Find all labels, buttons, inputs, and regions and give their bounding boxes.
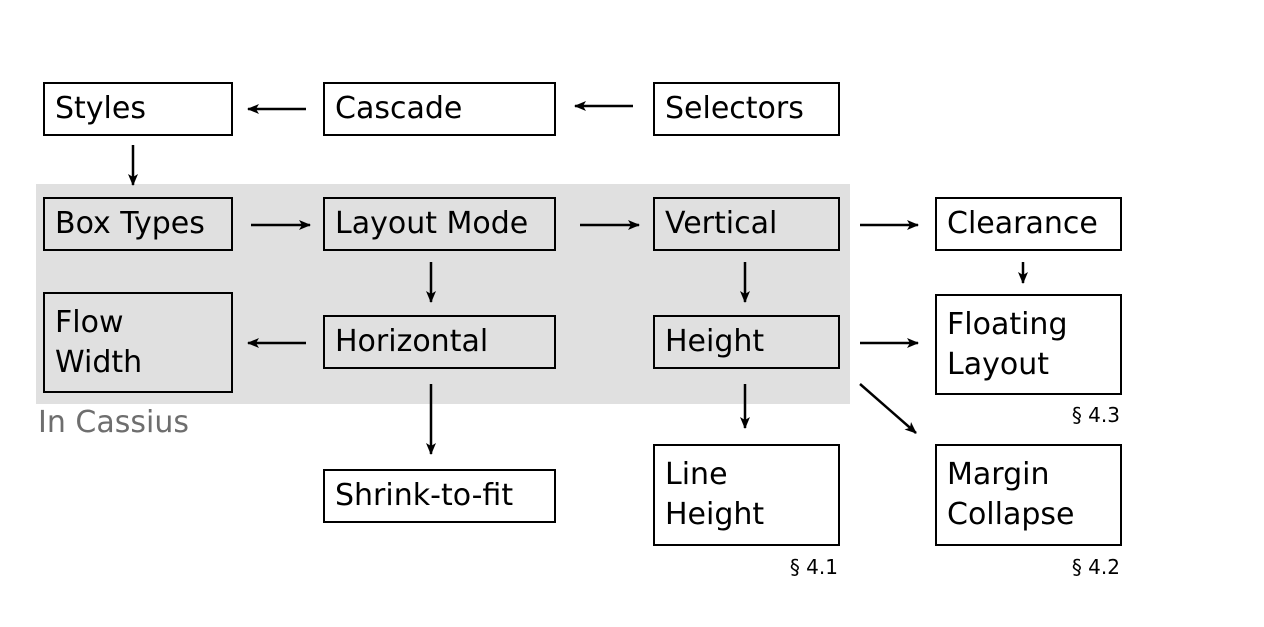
node-box-types: Box Types bbox=[43, 197, 233, 251]
node-cascade: Cascade bbox=[323, 82, 556, 136]
node-floating-layout: Floating Layout bbox=[935, 294, 1122, 395]
ref-floating-layout: § 4.3 bbox=[1071, 403, 1120, 427]
node-floating-layout-line-1: Floating bbox=[947, 306, 1068, 342]
node-cascade-label: Cascade bbox=[335, 91, 463, 126]
arrow-height-to-margin-collapse bbox=[859, 383, 917, 434]
node-height-label: Height bbox=[665, 324, 765, 359]
node-flow-width-line-2: Width bbox=[55, 344, 143, 380]
in-cassius-label: In Cassius bbox=[38, 405, 189, 440]
node-clearance: Clearance bbox=[935, 197, 1122, 251]
node-line-height-line-2: Height bbox=[665, 497, 765, 532]
node-shrink-to-fit: Shrink-to-fit bbox=[323, 469, 556, 523]
node-box-types-label: Box Types bbox=[55, 206, 205, 241]
ref-line-height: § 4.1 bbox=[789, 555, 838, 579]
node-line-height: Line Height bbox=[653, 444, 840, 546]
node-margin-collapse-line-1: Margin bbox=[947, 457, 1050, 492]
node-flow-width-line-1: Flow bbox=[55, 304, 124, 340]
node-height: Height bbox=[653, 315, 840, 369]
node-horizontal: Horizontal bbox=[323, 315, 556, 369]
node-line-height-line-1: Line bbox=[665, 457, 728, 492]
node-clearance-label: Clearance bbox=[947, 206, 1098, 241]
node-margin-collapse-line-2: Collapse bbox=[947, 497, 1075, 532]
node-flow-width: Flow Width bbox=[43, 292, 233, 393]
node-selectors: Selectors bbox=[653, 82, 840, 136]
node-styles-label: Styles bbox=[55, 91, 146, 126]
node-styles: Styles bbox=[43, 82, 233, 136]
node-horizontal-label: Horizontal bbox=[335, 324, 489, 359]
ref-margin-collapse: § 4.2 bbox=[1071, 555, 1120, 579]
node-vertical: Vertical bbox=[653, 197, 840, 251]
node-floating-layout-line-2: Layout bbox=[947, 346, 1049, 382]
node-layout-mode-label: Layout Mode bbox=[335, 206, 529, 241]
node-vertical-label: Vertical bbox=[665, 206, 778, 241]
node-margin-collapse: Margin Collapse bbox=[935, 444, 1122, 546]
node-shrink-to-fit-label: Shrink-to-fit bbox=[335, 478, 514, 513]
node-layout-mode: Layout Mode bbox=[323, 197, 556, 251]
node-selectors-label: Selectors bbox=[665, 91, 804, 126]
